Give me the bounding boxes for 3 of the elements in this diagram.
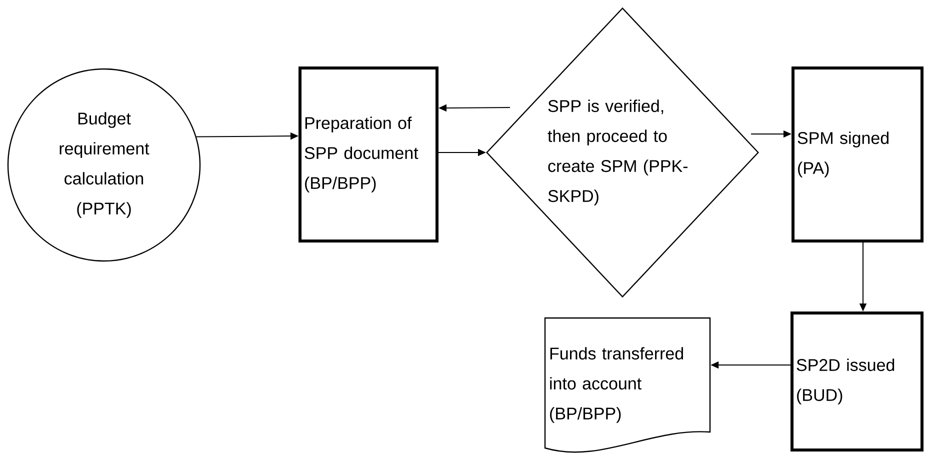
process-box: SP2D issued (BUD) <box>790 312 924 452</box>
process-box: SPM signed (PA) <box>792 66 924 242</box>
process-box: Preparation of SPP document (BP/BPP) <box>298 66 438 242</box>
